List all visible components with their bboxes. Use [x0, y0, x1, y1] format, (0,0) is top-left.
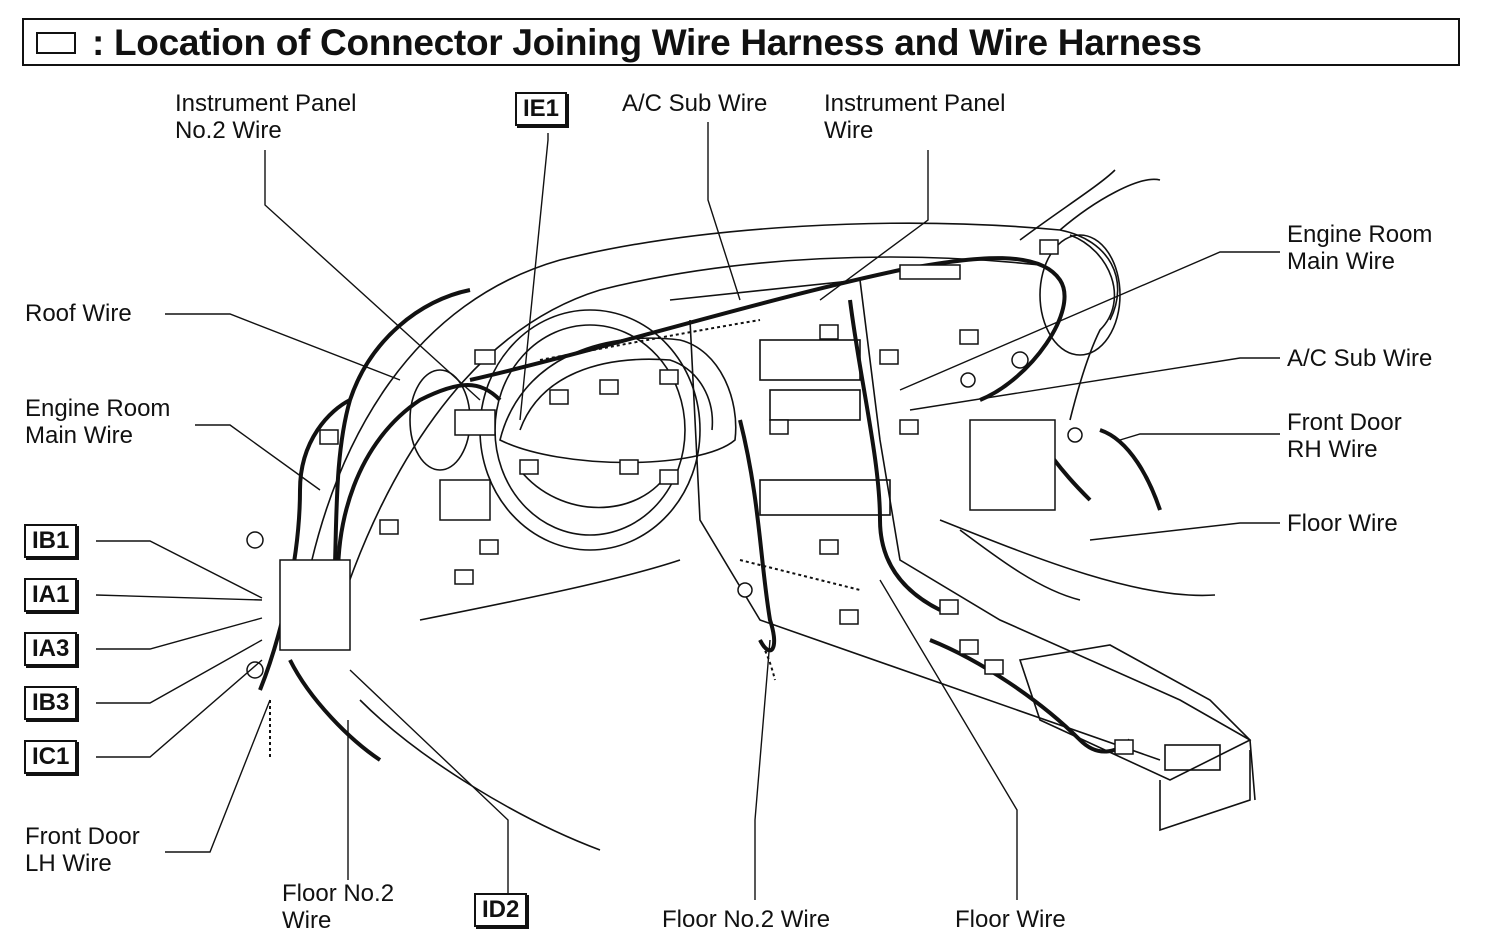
connector-box-icon — [36, 32, 76, 54]
label-front-door-lh-wire: Front Door LH Wire — [25, 823, 140, 877]
code-id2: ID2 — [474, 893, 528, 927]
code-ic1: IC1 — [24, 740, 78, 774]
wire-harness — [258, 256, 1162, 762]
grommets — [246, 351, 1083, 679]
code-ie1: IE1 — [515, 92, 568, 126]
label-floor-wire-right: Floor Wire — [1287, 510, 1398, 537]
code-ia3: IA3 — [24, 632, 78, 666]
code-ib3: IB3 — [24, 686, 78, 720]
label-ac-sub-wire-right: A/C Sub Wire — [1287, 345, 1433, 372]
code-ib1: IB1 — [24, 524, 78, 558]
label-ac-sub-wire-top: A/C Sub Wire — [622, 90, 768, 117]
code-ia1: IA1 — [24, 578, 78, 612]
leader-lines — [95, 122, 1280, 900]
label-floor-wire-bottom: Floor Wire — [955, 906, 1066, 933]
connector-blocks — [279, 239, 1134, 755]
dashboard-outline — [299, 169, 1256, 851]
label-engine-room-main-wire-right: Engine Room Main Wire — [1287, 221, 1433, 275]
label-engine-room-main-wire-left: Engine Room Main Wire — [25, 395, 171, 449]
wire-tape-segments — [269, 319, 861, 760]
page-title: Location of Connector Joining Wire Harne… — [114, 22, 1202, 63]
label-instrument-panel-wire: Instrument Panel Wire — [824, 90, 1006, 144]
label-floor-no2-wire-bottom: Floor No.2 Wire — [662, 906, 831, 933]
title-bar: : Location of Connector Joining Wire Har… — [22, 18, 1460, 66]
title-colon: : — [92, 22, 105, 63]
label-floor-no2-wire-left: Floor No.2 Wire — [282, 880, 395, 934]
label-front-door-rh-wire: Front Door RH Wire — [1287, 409, 1402, 463]
label-instrument-panel-no2-wire: Instrument Panel No.2 Wire — [175, 90, 357, 144]
label-roof-wire: Roof Wire — [25, 300, 132, 327]
